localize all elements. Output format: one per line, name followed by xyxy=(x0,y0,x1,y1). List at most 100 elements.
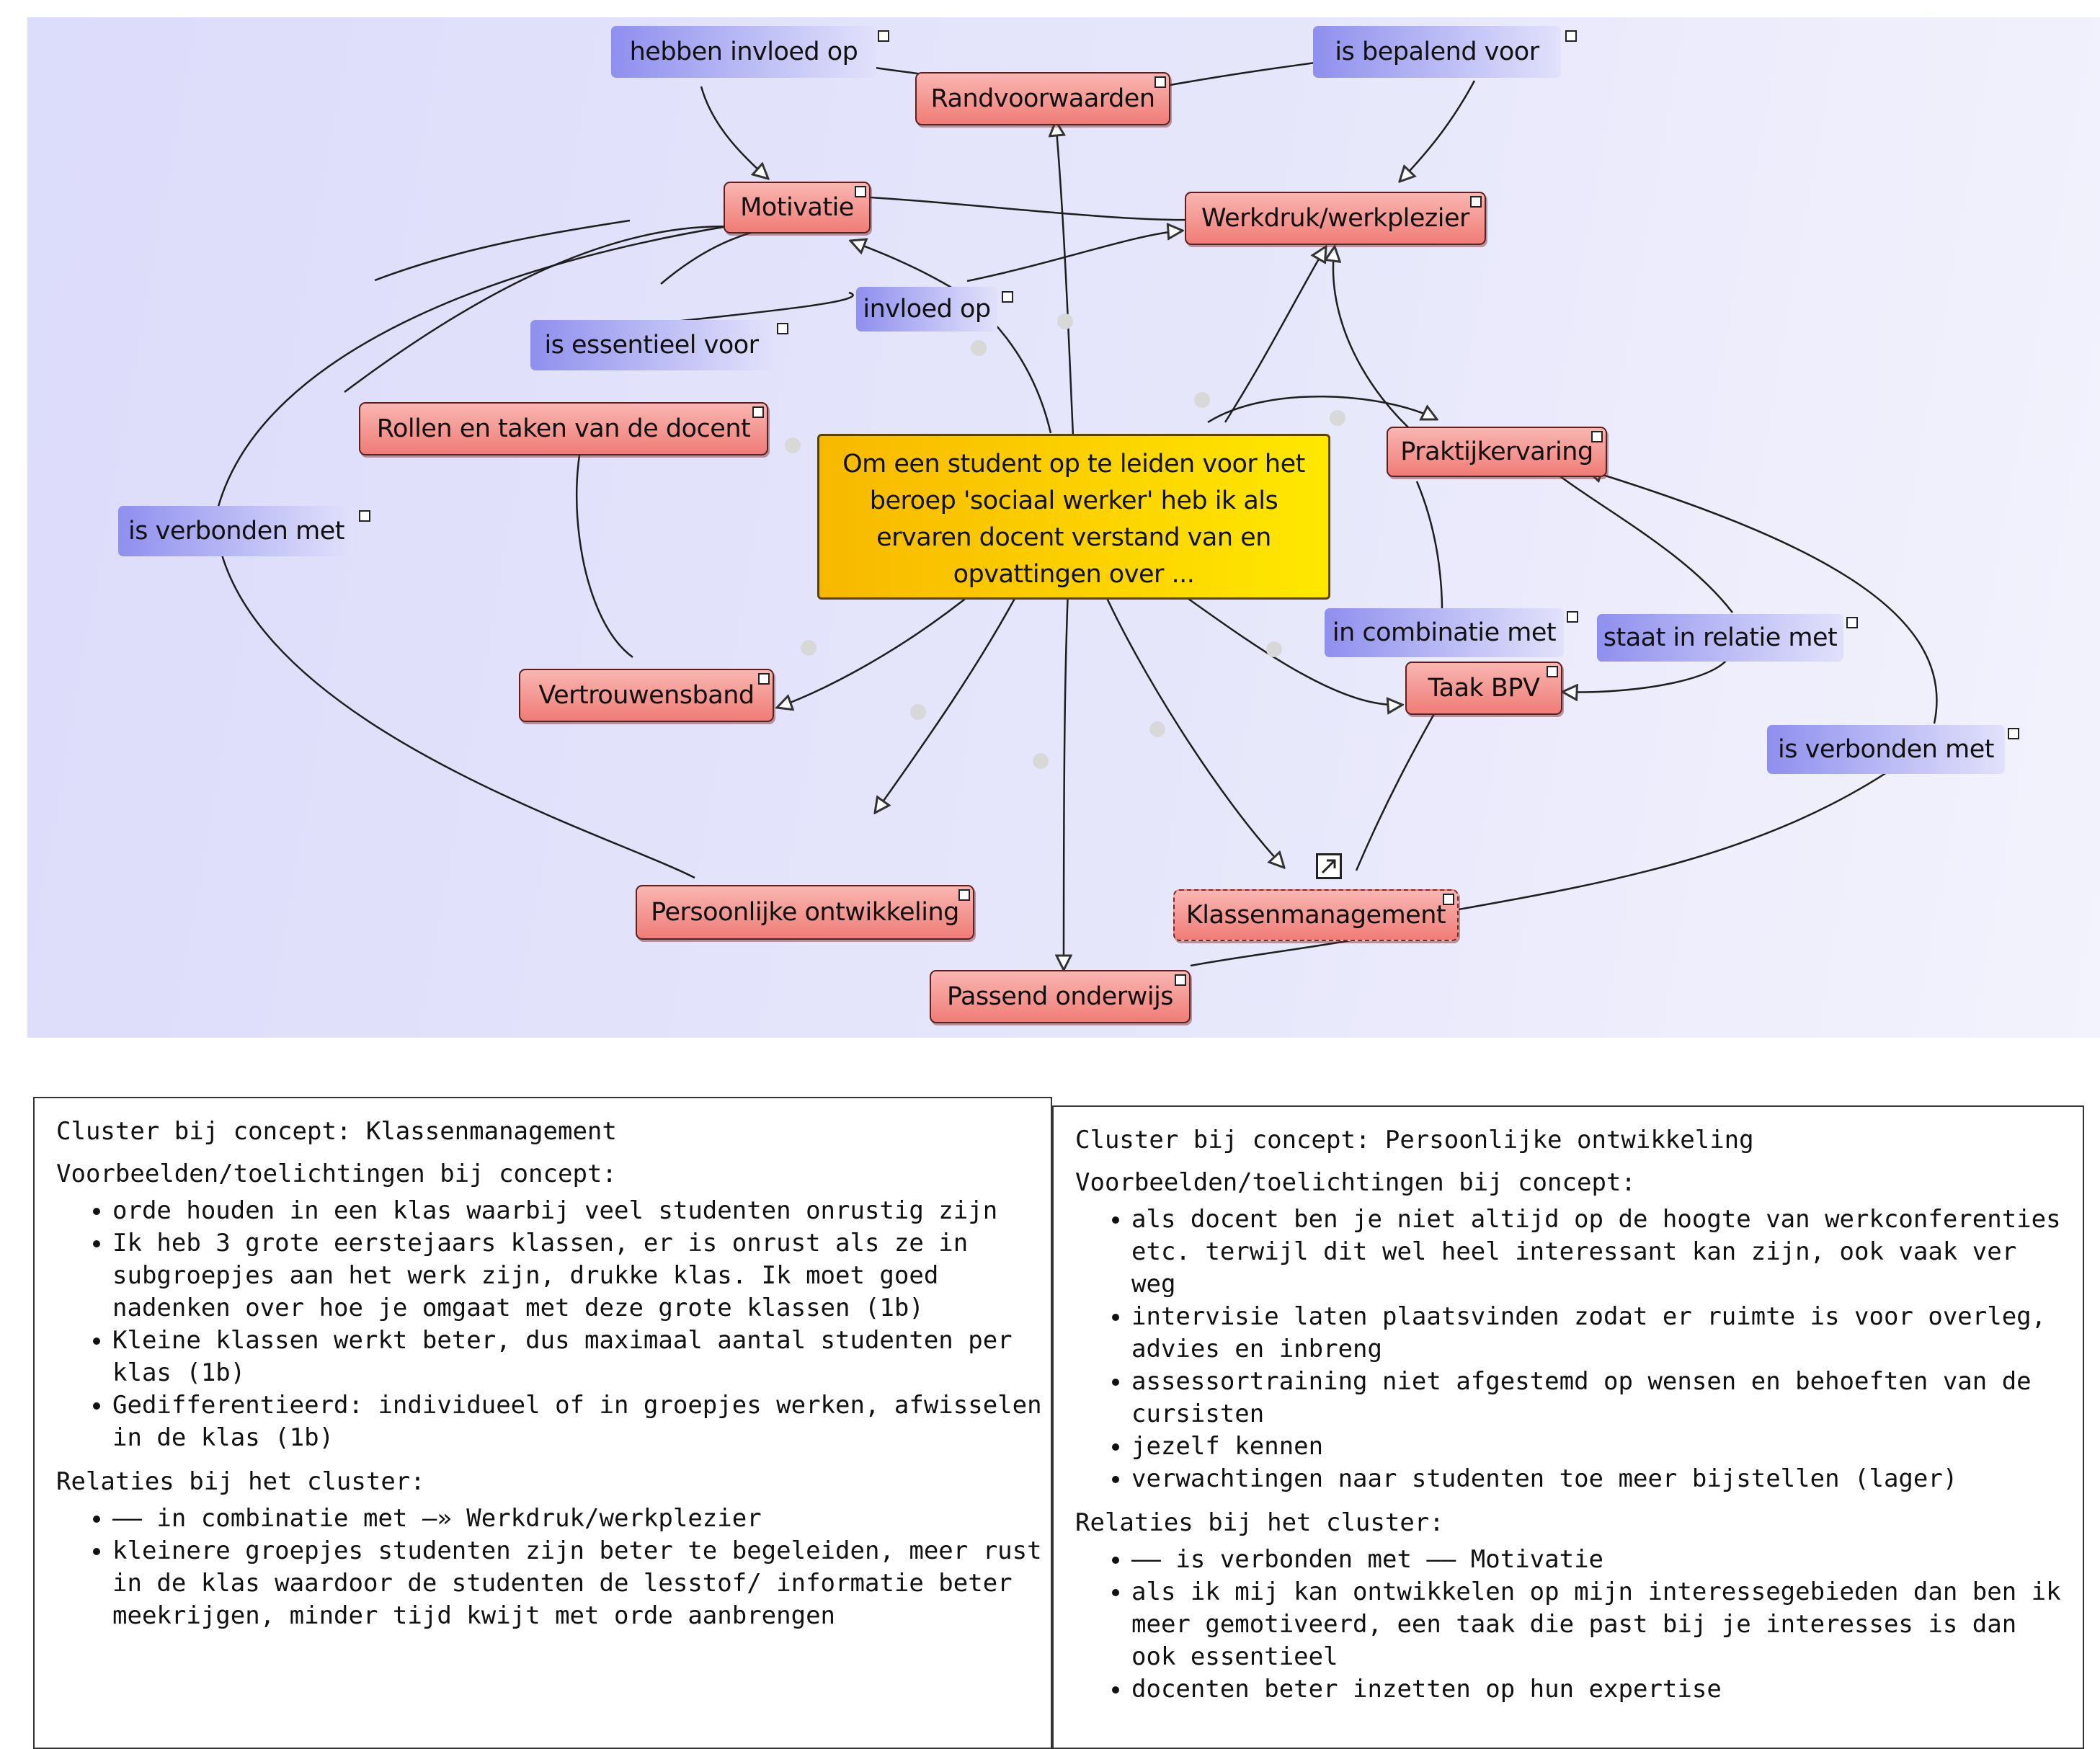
linker-label: is verbonden met xyxy=(128,517,344,546)
examples-heading: Voorbeelden/toelichtingen bij concept: xyxy=(56,1160,617,1188)
concept-label: Passend onderwijs xyxy=(946,982,1174,1011)
list-item: orde houden in een klas waarbij veel stu… xyxy=(112,1195,1051,1227)
connection-line xyxy=(1547,466,1733,613)
cluster-panel-persoonlijke-ontwikkeling: Cluster bij concept: Persoonlijke ontwik… xyxy=(1052,1105,2084,1749)
link-handle[interactable] xyxy=(785,437,801,453)
central-focus-question[interactable]: Om een student op te leiden voor het ber… xyxy=(817,434,1330,600)
concept-klassenmanagement[interactable]: Klassenmanagement xyxy=(1173,889,1459,941)
cluster-panel-klassenmanagement: Cluster bij concept: Klassenmanagement V… xyxy=(33,1097,1052,1749)
expand-box-icon[interactable] xyxy=(2008,728,2019,739)
expand-box-icon[interactable] xyxy=(1154,76,1166,88)
connection-line xyxy=(1587,470,1938,724)
expand-box-icon[interactable] xyxy=(1002,291,1013,303)
linker-label: in combinatie met xyxy=(1332,618,1557,647)
link-handle[interactable] xyxy=(1330,410,1345,426)
concept-label: Taak BPV xyxy=(1428,674,1540,703)
expand-box-icon[interactable] xyxy=(1846,617,1858,628)
connection-lines xyxy=(215,56,1938,1038)
relations-list: —— in combinatie met —» Werkdruk/werkple… xyxy=(56,1503,1051,1632)
expand-box-icon[interactable] xyxy=(777,323,788,334)
linker-hebben-invloed-op[interactable]: hebben invloed op xyxy=(611,26,889,78)
concept-persoonlijke-ontwikkeling[interactable]: Persoonlijke ontwikkeling xyxy=(636,885,974,940)
concept-vertrouwensband[interactable]: Vertrouwensband xyxy=(519,669,774,722)
concept-praktijkervaring[interactable]: Praktijkervaring xyxy=(1387,427,1607,477)
list-item: als ik mij kan ontwikkelen op mijn inter… xyxy=(1131,1576,2075,1673)
expand-box-icon[interactable] xyxy=(359,510,370,522)
expand-box-icon[interactable] xyxy=(855,186,866,197)
concept-label: Persoonlijke ontwikkeling xyxy=(651,898,959,927)
central-question-text: Om een student op te leiden voor het ber… xyxy=(842,450,1305,589)
concept-randvoorwaarden[interactable]: Randvoorwaarden xyxy=(915,72,1170,125)
concept-label: Randvoorwaarden xyxy=(930,84,1155,113)
expand-box-icon[interactable] xyxy=(1443,894,1454,905)
link-handle[interactable] xyxy=(971,340,987,356)
linker-is-essentieel-voor[interactable]: is essentieel voor xyxy=(530,320,788,370)
connection-line xyxy=(1333,246,1418,436)
connection-line xyxy=(374,219,631,282)
linker-is-verbonden-met-left[interactable]: is verbonden met xyxy=(118,506,370,556)
linker-is-bepalend-voor[interactable]: is bepalend voor xyxy=(1313,26,1577,78)
connection-line xyxy=(1224,246,1326,423)
link-handle[interactable] xyxy=(910,704,926,720)
list-item: verwachtingen naar studenten toe meer bi… xyxy=(1131,1463,2075,1495)
list-item: als docent ben je niet altijd op de hoog… xyxy=(1131,1203,2075,1301)
expand-box-icon[interactable] xyxy=(1591,431,1603,442)
relations-heading: Relaties bij het cluster: xyxy=(56,1467,425,1496)
link-handle[interactable] xyxy=(1057,313,1073,329)
concept-label: Werkdruk/werkplezier xyxy=(1201,204,1469,233)
concept-werkdruk-werkplezier[interactable]: Werkdruk/werkplezier xyxy=(1185,192,1486,245)
expand-box-icon[interactable] xyxy=(878,30,889,42)
linker-label: staat in relatie met xyxy=(1603,623,1838,652)
concept-label: Vertrouwensband xyxy=(538,681,755,710)
concept-label: Praktijkervaring xyxy=(1400,437,1593,466)
list-item: Ik heb 3 grote eerstejaars klassen, er i… xyxy=(112,1227,1051,1325)
expand-box-icon[interactable] xyxy=(958,889,970,901)
expand-box-icon[interactable] xyxy=(1470,196,1482,208)
cluster-title: Cluster bij concept: Klassenmanagement xyxy=(56,1117,617,1146)
link-handle[interactable] xyxy=(1266,641,1282,657)
list-item: —— is verbonden met —— Motivatie xyxy=(1131,1544,2075,1576)
link-handle[interactable] xyxy=(1033,753,1049,769)
relations-heading: Relaties bij het cluster: xyxy=(1075,1508,1444,1537)
expand-box-icon[interactable] xyxy=(758,673,770,685)
connection-line xyxy=(1064,588,1068,970)
concept-rollen-en-taken[interactable]: Rollen en taken van de docent xyxy=(359,402,768,455)
connection-line xyxy=(850,241,1052,434)
expand-box-icon[interactable] xyxy=(1175,974,1186,986)
list-item: Kleine klassen werkt beter, dus maximaal… xyxy=(112,1325,1051,1389)
connection-line xyxy=(215,528,695,879)
list-item: docenten beter inzetten op hun expertise xyxy=(1131,1673,2075,1706)
concept-taak-bpv[interactable]: Taak BPV xyxy=(1405,662,1562,715)
link-handle[interactable] xyxy=(1149,721,1165,737)
linker-is-verbonden-met-right[interactable]: is verbonden met xyxy=(1767,725,2019,774)
cluster-title: Cluster bij concept: Persoonlijke ontwik… xyxy=(1075,1126,1754,1154)
concept-passend-onderwijs[interactable]: Passend onderwijs xyxy=(930,970,1191,1023)
linker-label: is bepalend voor xyxy=(1335,37,1539,66)
concept-motivatie[interactable]: Motivatie xyxy=(724,182,871,233)
connection-line xyxy=(700,86,768,179)
linker-invloed-op[interactable]: invloed op xyxy=(856,287,1013,331)
connection-line xyxy=(215,221,756,515)
expand-box-icon[interactable] xyxy=(1567,611,1578,623)
concept-label: Klassenmanagement xyxy=(1185,901,1446,930)
linker-label: invloed op xyxy=(863,295,991,324)
linker-in-combinatie-met[interactable]: in combinatie met xyxy=(1325,608,1578,657)
linker-staat-in-relatie-met[interactable]: staat in relatie met xyxy=(1597,614,1858,662)
examples-list: orde houden in een klas waarbij veel stu… xyxy=(56,1195,1051,1454)
expand-box-icon[interactable] xyxy=(752,406,764,418)
connection-line xyxy=(1173,587,1402,705)
link-handle[interactable] xyxy=(1194,392,1210,408)
expand-box-icon[interactable] xyxy=(1565,30,1577,42)
connection-line xyxy=(1056,121,1075,437)
external-link-icon[interactable] xyxy=(1316,853,1342,879)
connection-line xyxy=(1458,760,1905,911)
connection-line xyxy=(966,231,1183,282)
list-item: assessortraining niet afgestemd op wense… xyxy=(1131,1366,2075,1430)
examples-heading: Voorbeelden/toelichtingen bij concept: xyxy=(1075,1168,1636,1197)
expand-box-icon[interactable] xyxy=(1547,666,1558,677)
concept-label: Motivatie xyxy=(740,193,854,222)
concept-label: Rollen en taken van de docent xyxy=(376,414,751,443)
connection-line xyxy=(777,587,979,708)
list-item: intervisie laten plaatsvinden zodat er r… xyxy=(1131,1301,2075,1366)
link-handle[interactable] xyxy=(801,640,817,656)
